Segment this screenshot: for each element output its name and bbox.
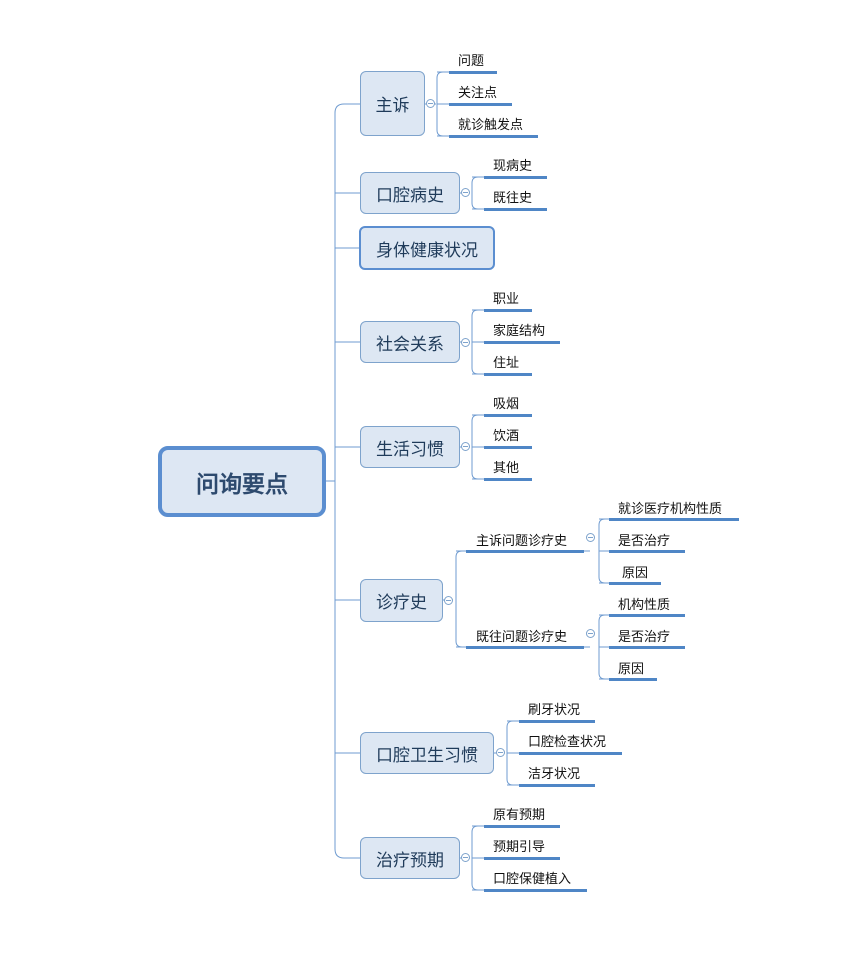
leaf-topic[interactable]: 家庭结构 xyxy=(493,324,546,339)
leaf-underline xyxy=(484,414,532,417)
collapse-toggle-chief-treatment[interactable] xyxy=(586,533,595,542)
collapse-toggle-living-habits[interactable] xyxy=(461,442,470,451)
leaf-underline xyxy=(484,341,560,344)
root-topic[interactable]: 问询要点 xyxy=(158,446,326,517)
collapse-toggle-oral-history[interactable] xyxy=(461,188,470,197)
leaf-underline xyxy=(484,373,532,376)
leaf-underline xyxy=(519,784,595,787)
collapse-toggle-oral-hygiene[interactable] xyxy=(496,748,505,757)
leaf-underline xyxy=(449,135,538,138)
subtopic-chief-treatment-history[interactable]: 主诉问题诊疗史 xyxy=(476,534,568,549)
topic-chief-complaint[interactable]: 主诉 xyxy=(360,71,425,136)
topic-social-relations[interactable]: 社会关系 xyxy=(360,321,460,363)
topic-treatment-expectation[interactable]: 治疗预期 xyxy=(360,837,460,879)
leaf-underline xyxy=(449,103,512,106)
leaf-underline xyxy=(609,518,739,521)
leaf-topic[interactable]: 原因 xyxy=(618,662,645,677)
leaf-topic[interactable]: 原有预期 xyxy=(493,808,546,823)
topic-oral-history[interactable]: 口腔病史 xyxy=(360,172,460,214)
collapse-toggle-social-relations[interactable] xyxy=(461,338,470,347)
leaf-topic[interactable]: 刷牙状况 xyxy=(528,703,581,718)
trunk-top-curve xyxy=(334,103,360,114)
leaf-topic[interactable]: 吸烟 xyxy=(493,397,520,412)
leaf-topic[interactable]: 机构性质 xyxy=(618,598,671,613)
leaf-underline xyxy=(484,825,560,828)
leaf-underline xyxy=(609,550,685,553)
leaf-topic[interactable]: 就诊触发点 xyxy=(458,118,524,133)
leaf-underline xyxy=(609,582,661,585)
leaf-underline xyxy=(466,550,584,553)
leaf-underline xyxy=(449,71,497,74)
leaf-underline xyxy=(466,646,584,649)
topic-living-habits[interactable]: 生活习惯 xyxy=(360,426,460,468)
leaf-topic[interactable]: 问题 xyxy=(458,54,485,69)
subtopic-past-treatment-history[interactable]: 既往问题诊疗史 xyxy=(476,630,568,645)
leaf-topic[interactable]: 住址 xyxy=(493,356,520,371)
trunk-bottom-curve xyxy=(334,848,360,859)
collapse-toggle-treatment-history[interactable] xyxy=(444,596,453,605)
leaf-topic[interactable]: 现病史 xyxy=(493,159,533,174)
leaf-topic[interactable]: 洁牙状况 xyxy=(528,767,581,782)
leaf-underline xyxy=(484,889,587,892)
leaf-underline xyxy=(484,857,560,860)
leaf-topic[interactable]: 口腔保健植入 xyxy=(493,872,572,887)
leaf-underline xyxy=(484,446,532,449)
leaf-topic[interactable]: 就诊医疗机构性质 xyxy=(618,502,723,517)
leaf-underline xyxy=(484,309,532,312)
leaf-underline xyxy=(609,614,685,617)
leaf-underline xyxy=(609,646,685,649)
collapse-toggle-chief-complaint[interactable] xyxy=(426,99,435,108)
leaf-topic[interactable]: 是否治疗 xyxy=(618,534,671,549)
topic-treatment-history[interactable]: 诊疗史 xyxy=(360,579,443,622)
leaf-topic[interactable]: 原因 xyxy=(622,566,649,581)
leaf-underline xyxy=(519,720,595,723)
leaf-topic[interactable]: 是否治疗 xyxy=(618,630,671,645)
leaf-underline xyxy=(609,678,657,681)
leaf-topic[interactable]: 口腔检查状况 xyxy=(528,735,607,750)
topic-physical-health[interactable]: 身体健康状况 xyxy=(359,226,495,270)
leaf-topic[interactable]: 饮酒 xyxy=(493,429,520,444)
oral-spine xyxy=(471,176,479,210)
treat-spine xyxy=(455,550,463,648)
leaf-underline xyxy=(484,478,532,481)
leaf-topic[interactable]: 其他 xyxy=(493,461,520,476)
leaf-topic[interactable]: 既往史 xyxy=(493,191,533,206)
leaf-topic[interactable]: 预期引导 xyxy=(493,840,546,855)
leaf-underline xyxy=(484,208,547,211)
collapse-toggle-expectation[interactable] xyxy=(461,853,470,862)
leaf-topic[interactable]: 关注点 xyxy=(458,86,498,101)
leaf-topic[interactable]: 职业 xyxy=(493,292,520,307)
collapse-toggle-past-treatment[interactable] xyxy=(586,629,595,638)
leaf-underline xyxy=(484,176,547,179)
leaf-underline xyxy=(519,752,622,755)
topic-oral-hygiene[interactable]: 口腔卫生习惯 xyxy=(360,732,494,774)
